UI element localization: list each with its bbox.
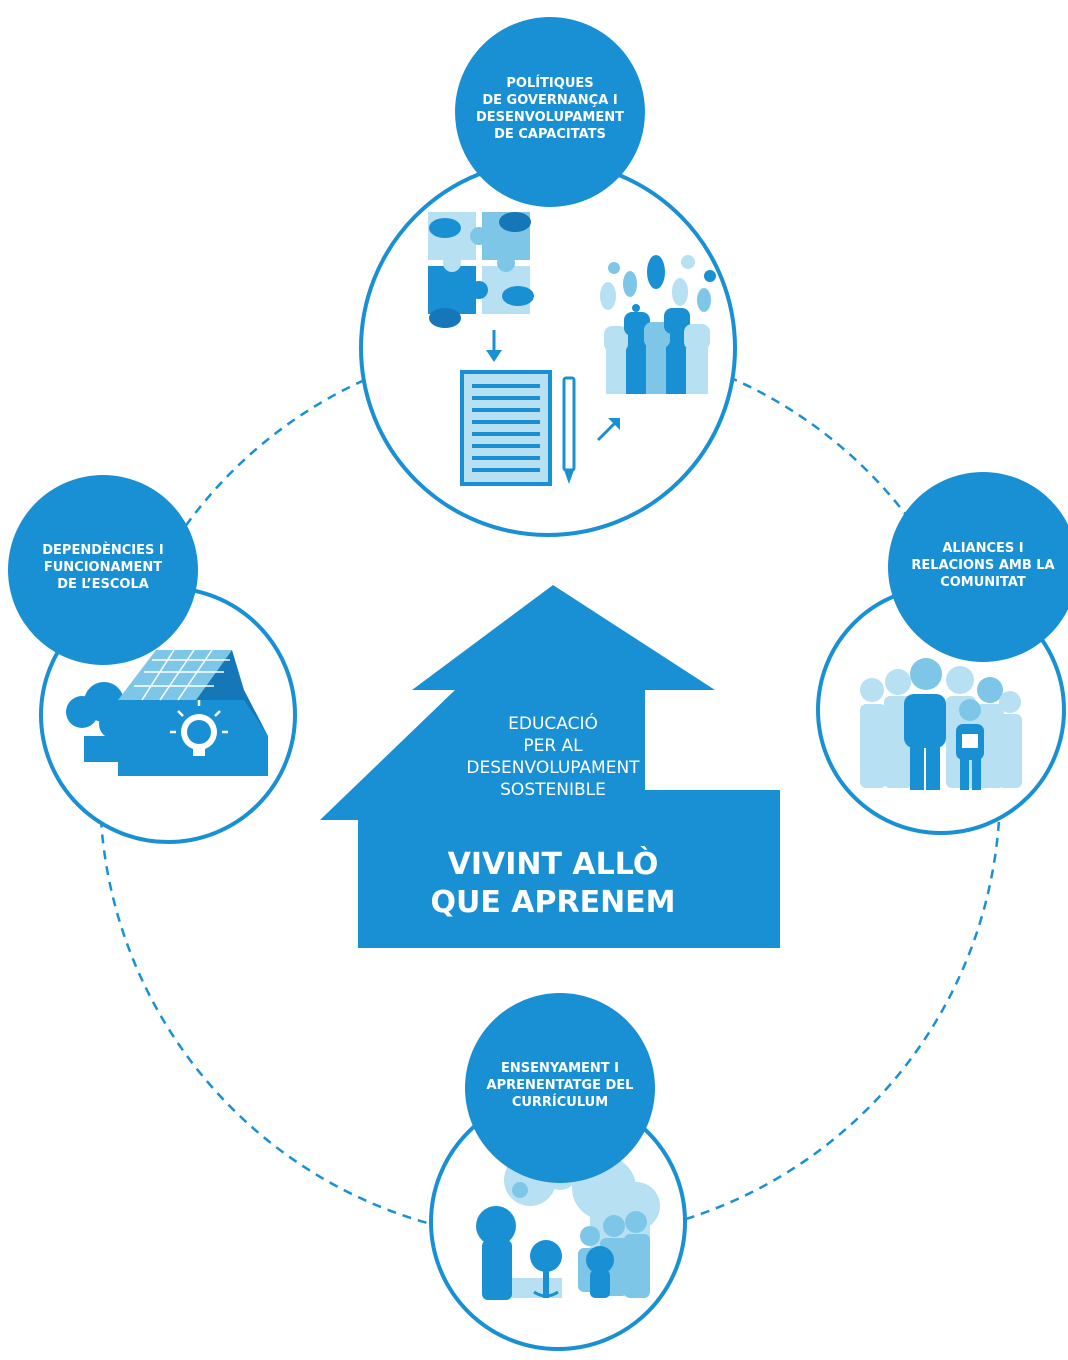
center-subtitle-line: EDUCACIÓ	[508, 714, 598, 734]
right-node-badge	[888, 472, 1068, 662]
top-node-label: POLÍTIQUES DE GOVERNANÇA I DESENVOLUPAME…	[450, 75, 650, 143]
bottom-node-badge	[465, 993, 655, 1183]
community-people-icon	[860, 658, 1022, 790]
center-subtitle-line: DESENVOLUPAMENT	[466, 758, 640, 778]
puzzle-document-raised-hands-icon	[428, 212, 716, 486]
school-building-solar-lightbulb-icon	[66, 649, 268, 776]
top-node-label-line: DESENVOLUPAMENT	[475, 110, 624, 125]
center-subtitle-line: SOSTENIBLE	[500, 780, 606, 800]
right-node-label-line: ALIANCES I	[942, 541, 1024, 556]
center-subtitle-line: PER AL	[523, 736, 583, 756]
center-title: VIVINT ALLÒ QUE APRENEM	[403, 846, 703, 922]
right-node-label-line: RELACIONS AMB LA	[911, 558, 1055, 573]
top-node-label-line: DE GOVERNANÇA I	[482, 93, 618, 108]
center-title-line: QUE APRENEM	[430, 885, 676, 920]
bottom-node-label: ENSENYAMENT I APRENENTATGE DEL CURRÍCULU…	[460, 1060, 660, 1111]
center-subtitle: EDUCACIÓ PER AL DESENVOLUPAMENT SOSTENIB…	[423, 713, 683, 801]
right-node-label-line: COMUNITAT	[940, 575, 1026, 590]
top-node-label-line: POLÍTIQUES	[506, 76, 594, 91]
center-title-line: VIVINT ALLÒ	[447, 847, 659, 882]
left-node-label-line: DE L’ESCOLA	[57, 577, 149, 592]
left-node-label: DEPENDÈNCIES I FUNCIONAMENT DE L’ESCOLA	[3, 542, 203, 593]
left-node-label-line: DEPENDÈNCIES I	[42, 543, 164, 558]
bottom-node-label-line: APRENENTATGE DEL	[486, 1078, 634, 1093]
left-node-label-line: FUNCIONAMENT	[43, 560, 163, 575]
top-node-label-line: DE CAPACITATS	[494, 127, 606, 142]
right-node-label: ALIANCES I RELACIONS AMB LA COMUNITAT	[883, 540, 1068, 591]
left-node-badge	[8, 475, 198, 665]
top-node-badge	[455, 17, 645, 207]
bottom-node-label-line: ENSENYAMENT I	[500, 1061, 620, 1076]
bottom-node-label-line: CURRÍCULUM	[511, 1095, 609, 1110]
central-house-arrow	[320, 585, 780, 948]
